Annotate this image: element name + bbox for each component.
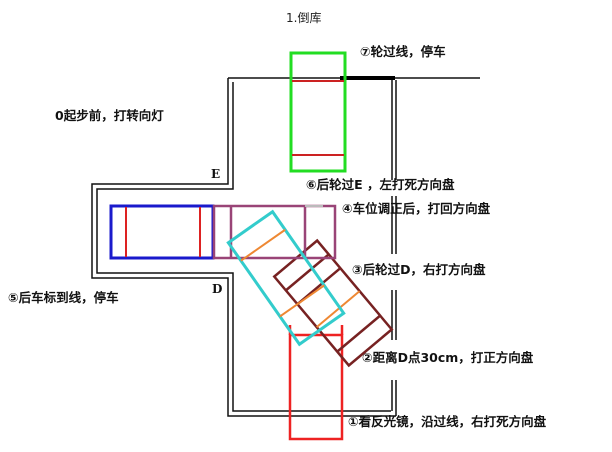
outer-course-line [91,78,396,417]
turning-car-b [272,238,394,368]
diagram-title: 1.倒库 [286,10,321,25]
step-1-label: ①看反光镜，沿过线，右打死方向盘 [348,414,547,429]
turning-car-a [226,209,346,347]
step-5-label: ⑤后车标到线，停车 [8,290,119,305]
final-car-position [289,51,347,173]
step-6-label: ⑥后轮过E ，左打死方向盘 [306,177,455,192]
adjusting-car-position [212,204,337,260]
step-7-label: ⑦轮过线，停车 [360,44,446,59]
point-e-label: E [211,167,220,181]
step-3-label: ③后轮过D，右打方向盘 [352,262,486,277]
inner-course-line [96,82,391,412]
parked-car-position [109,204,215,260]
course-outline [91,76,480,417]
point-d-label: D [212,282,222,296]
step-0-label: 0起步前，打转向灯 [55,108,164,123]
step-4-label: ④车位调正后，打回方向盘 [342,201,491,216]
step-2-label: ②距离D点30cm，打正方向盘 [362,350,534,365]
